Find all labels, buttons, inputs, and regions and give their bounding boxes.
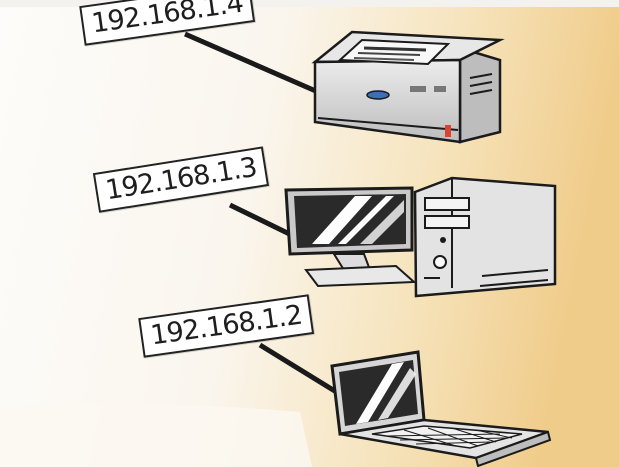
- desktop-computer-icon: [286, 178, 555, 296]
- printer-icon: [315, 32, 500, 142]
- bottom-light-patch: [0, 404, 312, 467]
- status-led: [445, 125, 451, 137]
